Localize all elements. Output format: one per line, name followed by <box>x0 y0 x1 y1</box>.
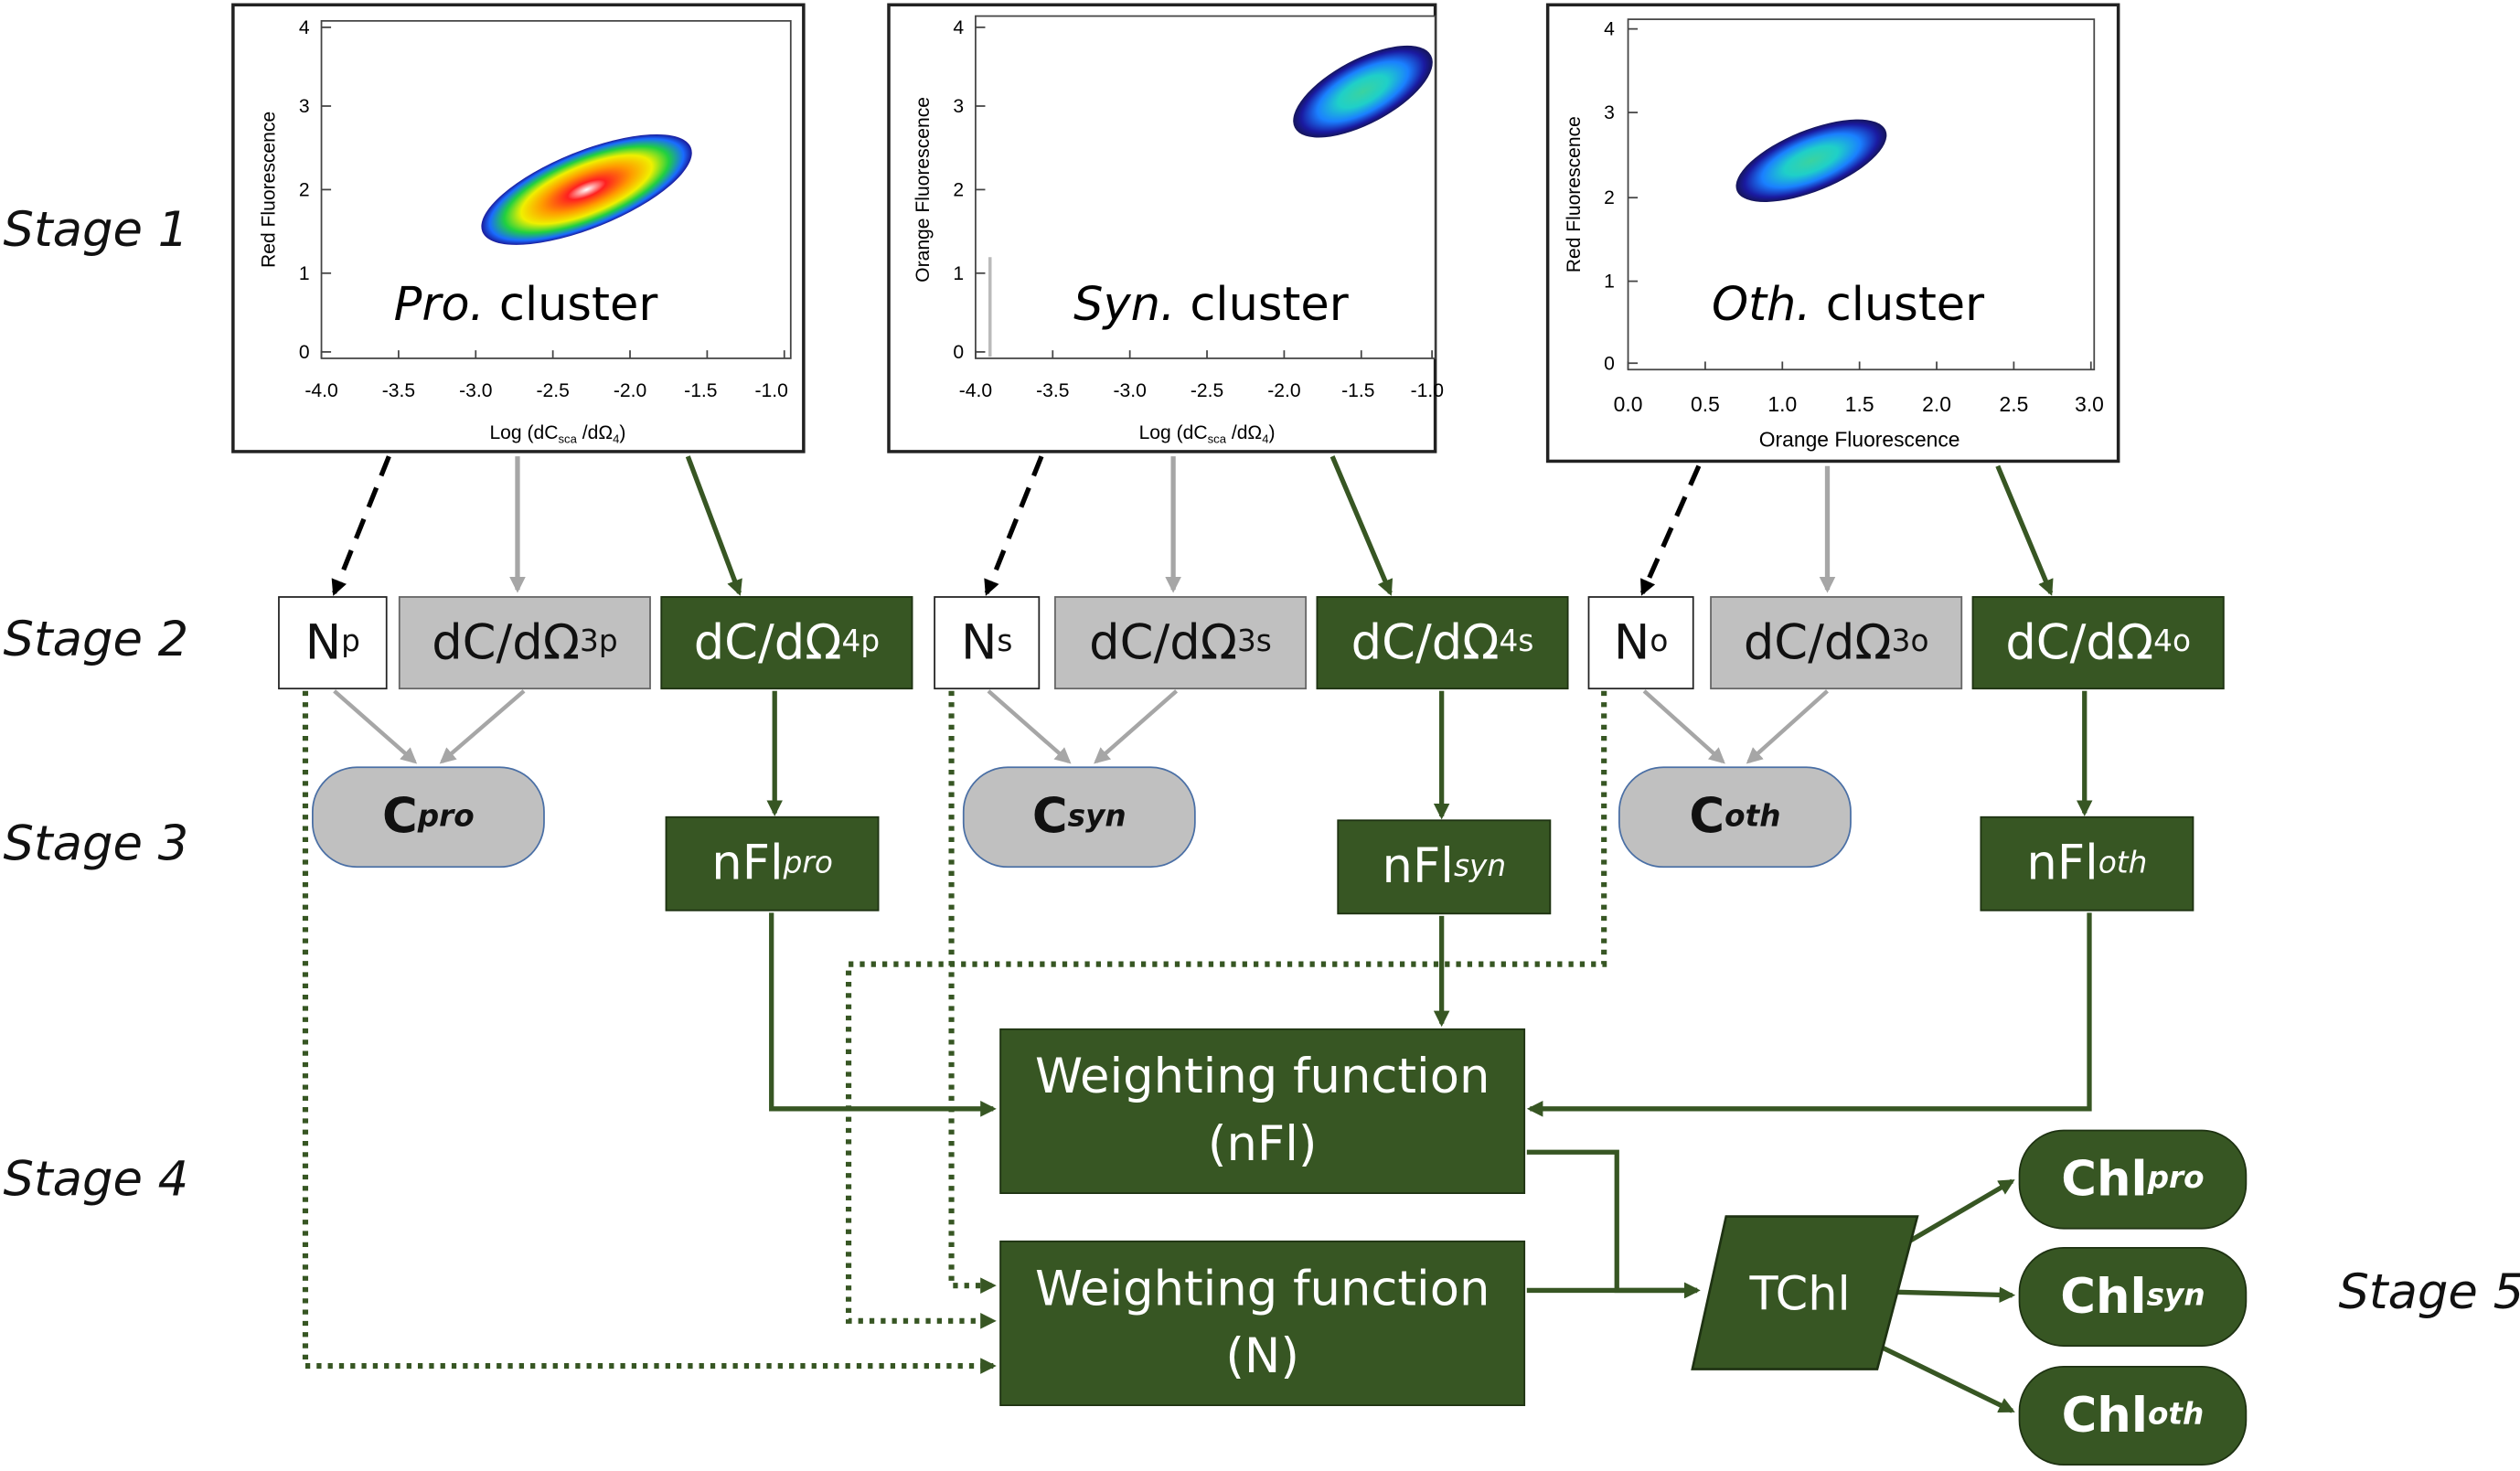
stage-4-label: Stage 4 <box>3 1152 189 1209</box>
cluster-label: Syn. cluster <box>1073 276 1349 332</box>
cluster-label: Pro. cluster <box>393 276 658 332</box>
y-tick: 2 <box>953 178 965 201</box>
weighting-to-tchl-arrows <box>1526 1149 1701 1299</box>
stage-5-label: Stage 5 <box>2338 1264 2520 1321</box>
y-tick: 2 <box>1604 186 1615 209</box>
x-tick: -1.0 <box>754 378 788 402</box>
stage2-to-stage3-arrows <box>333 689 2093 820</box>
weighting-title: Weighting function <box>1034 1260 1490 1317</box>
stage1-to-stage2-arrows <box>331 455 2054 596</box>
x-tick: 2.0 <box>1922 391 1951 417</box>
x-tick: -1.0 <box>1410 378 1445 402</box>
panel-pro-plot <box>231 3 806 453</box>
x-axis-label: Log (dCsca /dΩ4) <box>489 421 626 446</box>
y-tick: 0 <box>953 340 965 364</box>
x-tick: -4.0 <box>958 378 993 402</box>
x-tick: 1.0 <box>1767 391 1798 417</box>
n-to-weighting-dotted-arrows <box>302 690 1607 1374</box>
x-tick: -1.5 <box>1341 378 1375 402</box>
y-tick: 1 <box>953 261 965 285</box>
tchl-shape <box>1691 1215 1919 1370</box>
y-tick: 3 <box>1604 101 1615 124</box>
x-axis-label: Orange Fluorescence <box>1758 427 1960 452</box>
x-tick: -2.5 <box>1190 378 1224 402</box>
panel-syn-plot <box>887 3 1437 453</box>
nfl-to-weighting-arrows <box>769 912 2092 1117</box>
y-tick: 2 <box>298 178 310 201</box>
tchl-label: TChl <box>1749 1268 1851 1322</box>
y-tick: 4 <box>953 16 965 39</box>
y-axis-label: Red Fluorescence <box>1562 116 1586 273</box>
x-tick: -3.0 <box>459 378 493 402</box>
stage-3-label: Stage 3 <box>3 815 189 873</box>
weighting-function-n-box: Weighting function (N) <box>999 1240 1526 1406</box>
y-tick: 4 <box>1604 17 1615 40</box>
y-axis-label: Orange Fluorescence <box>911 96 934 282</box>
weighting-subtitle: (nFl) <box>1207 1115 1318 1173</box>
y-tick: 3 <box>298 94 310 118</box>
x-tick: 0.0 <box>1613 391 1643 417</box>
x-tick: -3.0 <box>1113 378 1147 402</box>
y-tick: 3 <box>953 94 965 118</box>
cluster-label: Oth. cluster <box>1711 276 1985 332</box>
stage-1-label: Stage 1 <box>3 202 189 259</box>
x-tick: -4.0 <box>304 378 338 402</box>
x-tick: 2.5 <box>1999 391 2029 417</box>
x-tick: 0.5 <box>1691 391 1720 417</box>
x-axis-label: Log (dCsca /dΩ4) <box>1138 421 1276 446</box>
y-tick: 0 <box>298 340 310 364</box>
x-tick: 1.5 <box>1844 391 1874 417</box>
weighting-function-nfl-box: Weighting function (nFl) <box>999 1028 1526 1194</box>
x-tick: -2.5 <box>536 378 570 402</box>
x-tick: 3.0 <box>2075 391 2104 417</box>
weighting-subtitle: (N) <box>1225 1327 1299 1385</box>
x-tick: -3.5 <box>381 378 416 402</box>
y-tick: 1 <box>1604 270 1615 293</box>
y-tick: 4 <box>298 16 310 39</box>
x-tick: -2.0 <box>613 378 647 402</box>
y-tick: 0 <box>1604 351 1615 375</box>
x-tick: -1.5 <box>684 378 718 402</box>
weighting-title: Weighting function <box>1034 1048 1490 1105</box>
stage-2-label: Stage 2 <box>3 612 189 669</box>
y-axis-label: Red Fluorescence <box>257 111 280 269</box>
x-tick: -3.5 <box>1036 378 1070 402</box>
panel-oth-plot <box>1545 3 2120 464</box>
x-tick: -2.0 <box>1267 378 1301 402</box>
y-tick: 1 <box>298 261 310 285</box>
